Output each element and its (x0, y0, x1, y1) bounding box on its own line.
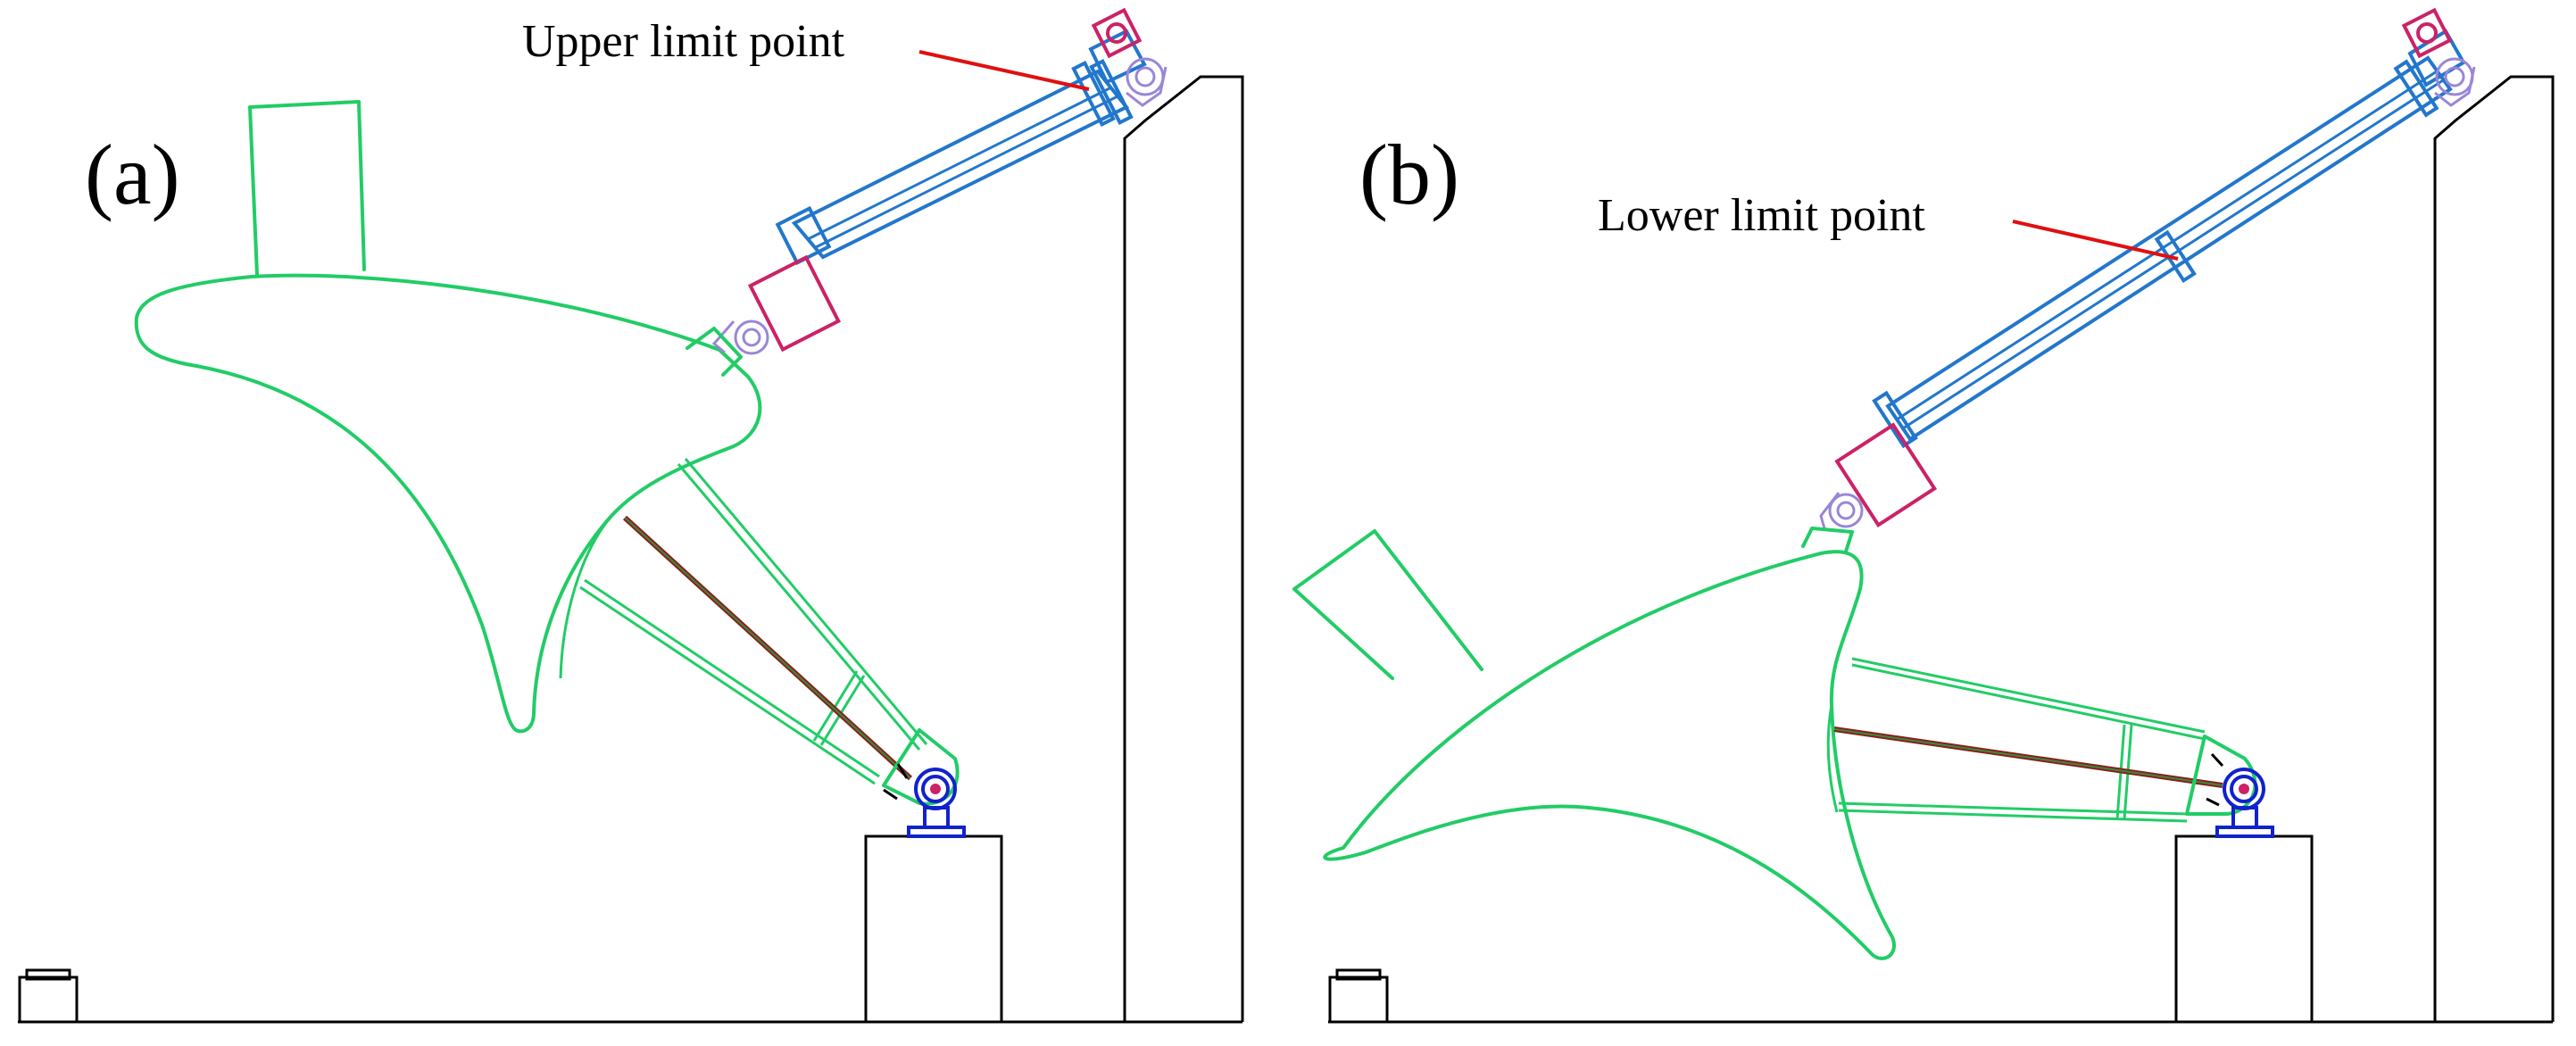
pivot-joint (882, 728, 966, 838)
top-mount-block (1292, 529, 1483, 680)
panel-label-a: (a) (85, 127, 180, 222)
boom-arm (1833, 657, 2223, 823)
hydraulic-cylinder (1834, 29, 2466, 527)
top-hinge (2401, 7, 2476, 107)
panel-label-b: (b) (1359, 127, 1459, 222)
callout-label-a: Upper limit point (522, 16, 845, 67)
rod-hinge (1801, 492, 1864, 553)
pivot-joint (2185, 735, 2274, 838)
top-hinge (1091, 7, 1168, 107)
panel-a: Upper limit point (a) (18, 7, 1244, 1024)
top-mount-block (248, 100, 366, 277)
panel-b: Lower limit point (b) (1292, 7, 2555, 1024)
callout-label-b: Lower limit point (1598, 190, 1925, 241)
curved-frame (134, 273, 762, 734)
callout-a: Upper limit point (522, 16, 1090, 91)
ground-structure (1328, 75, 2555, 1024)
boom-arm (579, 458, 928, 785)
rod-hinge (686, 320, 769, 377)
hydraulic-cylinder (747, 29, 1147, 353)
ground-structure (18, 75, 1244, 1024)
curved-frame (1323, 550, 1896, 960)
callout-b: Lower limit point (1598, 190, 2179, 261)
